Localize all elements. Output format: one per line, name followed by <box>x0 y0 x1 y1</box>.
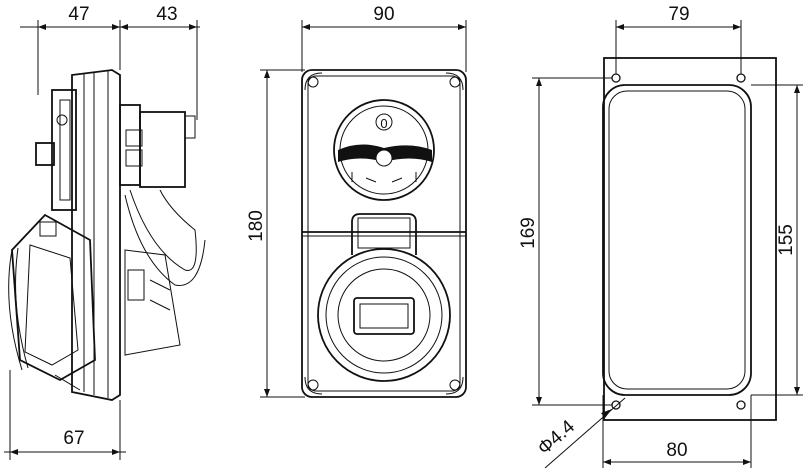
dim-cutout-height-outer: 169 <box>518 217 539 249</box>
dim-cutout-height-inner: 155 <box>776 224 797 256</box>
dim-front-height: 180 <box>246 210 267 242</box>
side-view: 47 43 <box>4 4 206 460</box>
dim-front-width: 90 <box>373 4 394 25</box>
dim-side-bottom: 67 <box>63 428 84 449</box>
dim-cutout-width: 80 <box>666 440 687 461</box>
mounting-hole <box>736 73 746 83</box>
mounting-hole <box>611 73 621 83</box>
cutout-view: 79 169 155 80 Φ4.4 <box>518 4 803 469</box>
dim-hole-diameter: Φ4.4 <box>534 416 579 459</box>
front-view: 90 180 0 <box>246 4 467 398</box>
switch-position-label: 0 <box>380 116 387 131</box>
dim-cutout-hole-spacing: 79 <box>668 4 689 25</box>
mounting-hole <box>736 400 746 410</box>
dim-side-top-left: 47 <box>68 4 89 25</box>
dim-side-top-right: 43 <box>156 4 177 25</box>
